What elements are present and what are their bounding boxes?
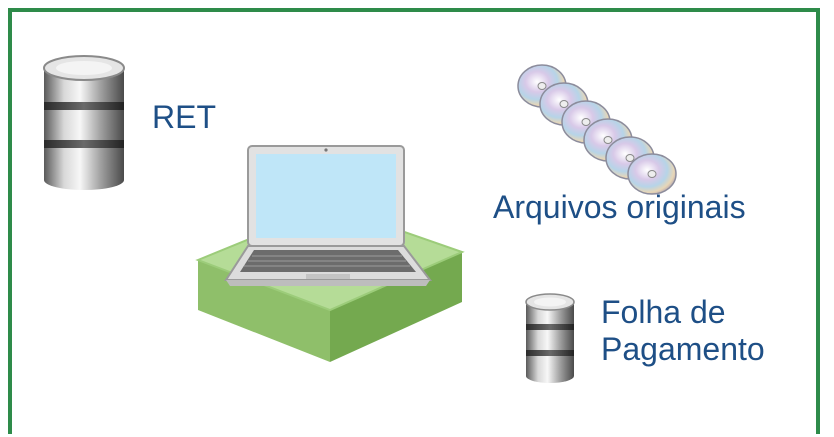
- diagram-frame: [8, 8, 820, 434]
- cd-stack-icon: [517, 64, 677, 195]
- ret-label: RET: [152, 99, 216, 135]
- database-icon: [43, 55, 125, 190]
- folha-label-line1: Folha de: [601, 294, 726, 330]
- arquivos-originais-label: Arquivos originais: [493, 189, 746, 225]
- laptop-platform-icon: [195, 145, 465, 362]
- folha-label-line2: Pagamento: [601, 331, 765, 367]
- database-icon: [525, 293, 575, 383]
